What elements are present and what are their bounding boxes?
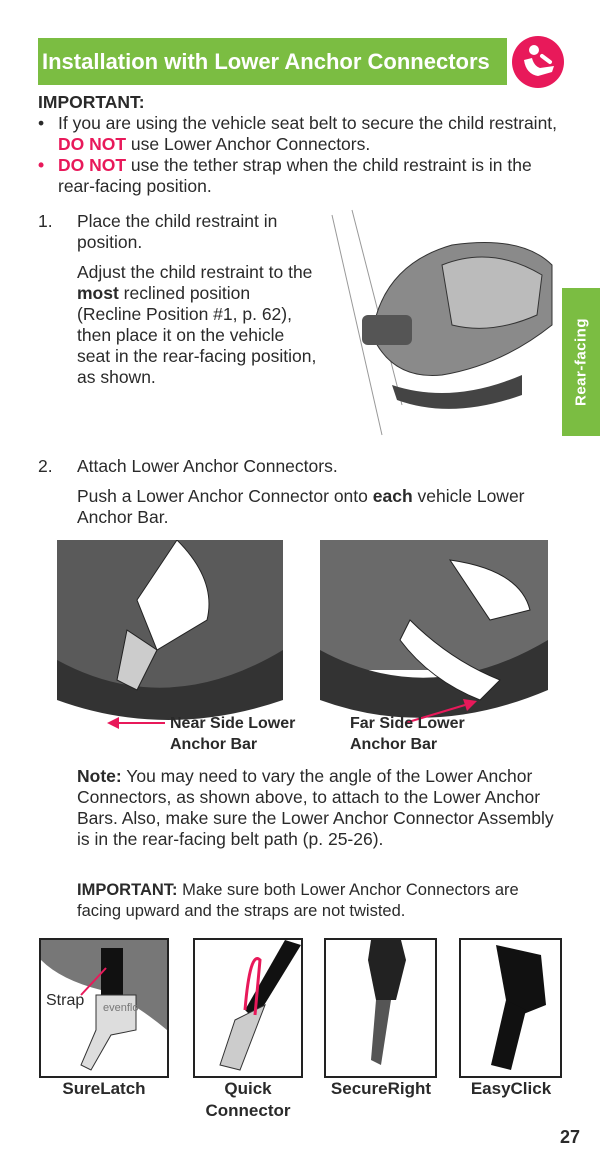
easyclick-image	[459, 938, 562, 1078]
secureright-image	[324, 938, 437, 1078]
far-side-label: Far Side Lower Anchor Bar	[350, 715, 465, 753]
evenflo-logo: evenflo	[103, 1002, 139, 1014]
important-note: IMPORTANT: Make sure both Lower Anchor C…	[77, 881, 519, 920]
quick-connector-image	[193, 938, 303, 1078]
important-heading: IMPORTANT:	[38, 92, 145, 112]
child-seat-icon	[512, 36, 564, 88]
step-number: 1.	[38, 211, 53, 231]
strap-label: Strap	[46, 992, 85, 1009]
rear-facing-tab[interactable]: Rear-facing	[562, 288, 600, 436]
surelatch-image: Strap evenflo	[39, 938, 169, 1078]
step-text: Adjust the child restraint to the most r…	[77, 262, 317, 387]
surelatch-label: SureLatch	[62, 1079, 146, 1098]
step-number: 2.	[38, 456, 53, 476]
important-list: •If you are using the vehicle seat belt …	[38, 113, 568, 197]
step-title: Attach Lower Anchor Connectors.	[77, 456, 338, 476]
secureright-label: SecureRight	[330, 1079, 432, 1098]
rear-facing-seat-illustration	[322, 205, 562, 441]
page-number: 27	[560, 1127, 581, 1147]
quick-connector-label: Quick Connector	[205, 1079, 291, 1120]
far-side-illustration	[320, 540, 548, 740]
callout-arrows	[107, 699, 477, 729]
section-title: Installation with Lower Anchor Connector…	[42, 49, 490, 74]
list-item: •DO NOT use the tether strap when the ch…	[38, 155, 532, 196]
list-item: •If you are using the vehicle seat belt …	[38, 113, 558, 154]
near-side-illustration	[57, 539, 283, 740]
step-title: Place the child restraint in position.	[77, 211, 278, 252]
note-text: Note: You may need to vary the angle of …	[77, 766, 554, 849]
easyclick-label: EasyClick	[470, 1079, 552, 1098]
section-header: Installation with Lower Anchor Connector…	[38, 38, 507, 85]
near-side-label: Near Side Lower Anchor Bar	[170, 715, 296, 753]
step-text: Push a Lower Anchor Connector onto each …	[77, 486, 525, 527]
